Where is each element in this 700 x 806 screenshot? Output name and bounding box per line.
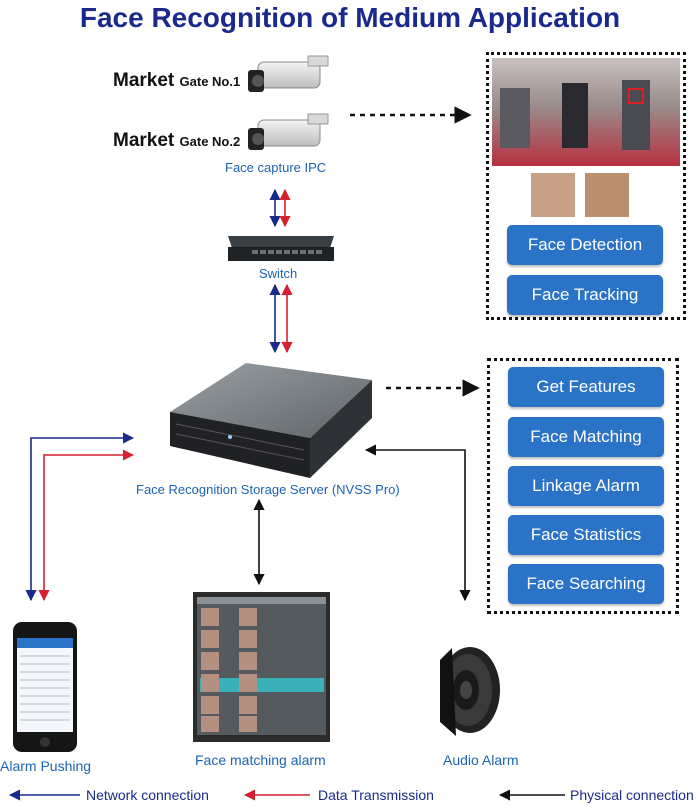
phone-icon [13, 622, 77, 752]
audio-alarm-label: Audio Alarm [443, 752, 519, 768]
camera-1-label: Market Gate No.1 [113, 70, 240, 92]
get-features-button: Get Features [508, 367, 664, 407]
server-icon [170, 363, 372, 478]
arrow-server-phone-data [38, 449, 135, 602]
camera-1-icon [248, 55, 329, 92]
legend-physical-label: Physical connection [570, 787, 694, 803]
arrow-server-speaker [364, 444, 471, 602]
face-matching-button: Face Matching [508, 417, 664, 457]
face-thumb-2 [585, 173, 629, 217]
legend-data-label: Data Transmission [318, 787, 434, 803]
server-features-panel: Get Features Face Matching Linkage Alarm… [487, 358, 679, 614]
face-statistics-button: Face Statistics [508, 515, 664, 555]
face-matching-alarm-label: Face matching alarm [195, 752, 326, 768]
camera-2-label: Market Gate No.2 [113, 130, 240, 152]
camera-2-location: Market [113, 130, 175, 151]
detection-panel: Face Detection Face Tracking [486, 52, 686, 320]
switch-label: Switch [259, 266, 298, 281]
monitor-icon [193, 592, 330, 742]
legend-network-label: Network connection [86, 787, 209, 803]
camera-2-gate: Gate No.2 [179, 134, 241, 149]
face-tracking-button: Face Tracking [507, 275, 663, 315]
linkage-alarm-button: Linkage Alarm [508, 466, 664, 506]
camera-1-gate: Gate No.1 [179, 74, 241, 89]
capture-ipc-label: Face capture IPC [225, 160, 327, 175]
alarm-pushing-label: Alarm Pushing [0, 758, 92, 774]
face-searching-button: Face Searching [508, 564, 664, 604]
server-label: Face Recognition Storage Server (NVSS Pr… [136, 482, 400, 497]
speaker-icon [440, 647, 500, 736]
camera-1-location: Market [113, 70, 175, 91]
camera-2-icon [248, 113, 329, 150]
face-thumb-1 [531, 173, 575, 217]
detection-box [628, 88, 644, 104]
face-detection-button: Face Detection [507, 225, 663, 265]
page-title: Face Recognition of Medium Application [79, 2, 621, 33]
arrow-server-phone-network [25, 432, 135, 602]
switch-icon [228, 236, 334, 261]
crowd-capture-image [492, 58, 680, 166]
